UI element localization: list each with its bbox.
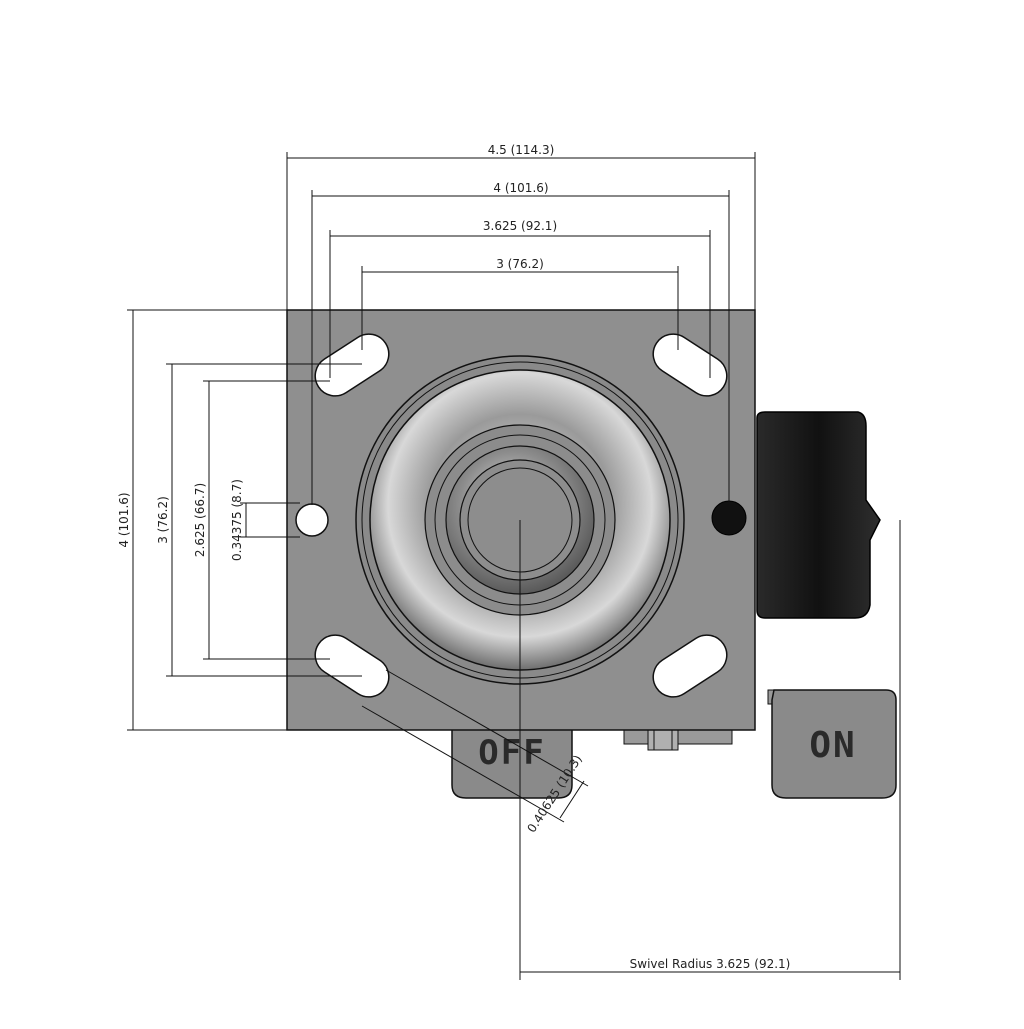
dim-slot-width: 0.34375 (8.7): [230, 479, 300, 561]
dim-bolt-outer-label: 4 (101.6): [493, 181, 548, 195]
dim-bolt-outer: 4 (101.6): [311, 181, 730, 505]
dim-slot-width-label: 0.34375 (8.7): [230, 479, 244, 561]
dim-width-overall-label: 4.5 (114.3): [488, 143, 555, 157]
dim-height-2625: 2.625 (66.7): [193, 380, 330, 660]
slot-top-left: [314, 333, 390, 397]
slot-bottom-left: [314, 634, 390, 698]
dim-bolt-mid-label: 3.625 (92.1): [483, 219, 557, 233]
hole-left: [295, 503, 329, 537]
dim-bolt-inner-label: 3 (76.2): [496, 257, 544, 271]
dim-height-overall: 4 (101.6): [117, 309, 287, 731]
brake-lock-body: [756, 411, 881, 619]
lock-pin: [711, 500, 747, 536]
mounting-slots: [295, 333, 728, 698]
dim-swivel-radius-label: Swivel Radius 3.625 (92.1): [630, 957, 791, 971]
dim-bolt-mid: 3.625 (92.1): [329, 219, 711, 378]
dim-height-overall-label: 4 (101.6): [117, 492, 131, 547]
dim-width-overall: 4.5 (114.3): [286, 143, 756, 310]
dim-height-2625-label: 2.625 (66.7): [193, 483, 207, 557]
on-pedal: ON: [767, 689, 897, 799]
dim-height-3: 3 (76.2): [156, 363, 362, 677]
off-pedal: OFF: [451, 719, 573, 799]
slot-bottom-right: [652, 634, 728, 698]
dim-height-3-label: 3 (76.2): [156, 496, 170, 544]
off-pedal-label: OFF: [478, 733, 545, 773]
dim-swivel-radius: Swivel Radius 3.625 (92.1): [519, 520, 901, 980]
kingpin-nut: [623, 727, 733, 751]
dim-bolt-inner: 3 (76.2): [361, 257, 679, 350]
slot-top-right: [652, 333, 728, 397]
on-pedal-label: ON: [809, 725, 856, 766]
